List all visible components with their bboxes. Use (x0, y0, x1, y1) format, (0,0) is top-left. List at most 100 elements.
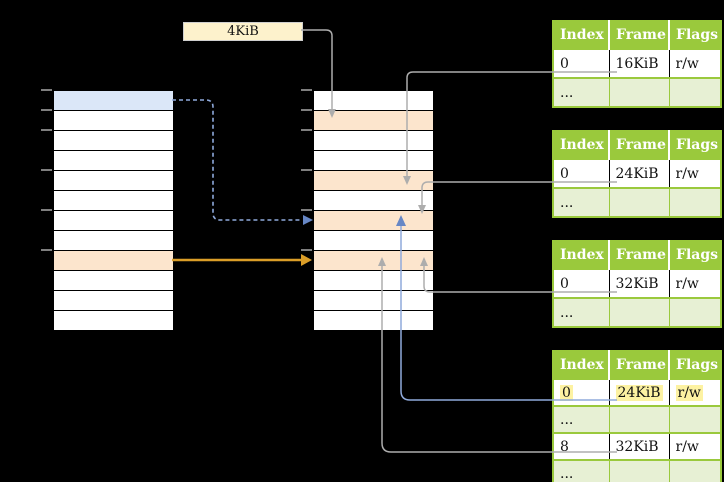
memory-cell-white (314, 191, 433, 211)
table-cell (608, 187, 669, 217)
memory-cell-white (314, 231, 433, 251)
ellipsis-row: ... (553, 405, 721, 433)
memory-cell-peach (314, 111, 433, 131)
arrow-left-peach-row-icon (172, 254, 312, 266)
column-header-index: Index (553, 21, 609, 49)
table-cell: 24KiB (608, 378, 669, 406)
table-cell (608, 297, 669, 327)
table-cell: r/w (668, 158, 721, 188)
address-tick (41, 129, 52, 131)
column-header-index: Index (553, 131, 609, 159)
memory-cell-white (54, 211, 173, 231)
ellipsis-row: ... (553, 77, 721, 107)
memory-cell-peach (314, 211, 433, 231)
column-header-flags: Flags (668, 351, 721, 379)
table-cell (668, 405, 721, 433)
memory-cell-white (54, 131, 173, 151)
table-cell: 24KiB (608, 158, 669, 188)
address-tick (301, 89, 312, 91)
memory-cell-white (314, 131, 433, 151)
memory-cell-white (54, 191, 173, 211)
column-header-flags: Flags (668, 241, 721, 269)
memory-cell-white (54, 171, 173, 191)
memory-cell-white (54, 111, 173, 131)
address-tick (301, 109, 312, 111)
table-cell (668, 187, 721, 217)
highlighted-value: 24KiB (615, 384, 663, 401)
column-header-index: Index (553, 241, 609, 269)
table-cell: 0 (553, 268, 609, 298)
table-cell (668, 459, 721, 482)
memory-cell-blue (54, 91, 173, 111)
table-row: 0 24KiB r/w (553, 378, 721, 406)
table-cell (608, 459, 669, 482)
table-cell (668, 77, 721, 107)
address-tick (301, 249, 312, 251)
memory-cell-white (54, 271, 173, 291)
left-memory-column (53, 90, 174, 331)
memory-cell-white (314, 291, 433, 311)
memory-cell-white (314, 91, 433, 111)
page-size-label-text: 4KiB (227, 24, 259, 39)
memory-cell-peach (314, 171, 433, 191)
memory-cell-white (54, 291, 173, 311)
address-tick (41, 209, 52, 211)
address-tick (41, 249, 52, 251)
column-header-frame: Frame (608, 131, 669, 159)
table-cell (608, 77, 669, 107)
page-size-label: 4KiB (183, 22, 303, 41)
memory-cell-peach (54, 251, 173, 271)
column-header-flags: Flags (668, 131, 721, 159)
table-cell: r/w (668, 48, 721, 78)
table-cell: r/w (668, 268, 721, 298)
table-cell: ... (553, 405, 609, 433)
column-header-flags: Flags (668, 21, 721, 49)
memory-cell-white (314, 151, 433, 171)
address-tick (41, 169, 52, 171)
memory-cell-white (54, 311, 173, 330)
arrow-left-blue-row-icon (172, 99, 313, 225)
table-cell: 32KiB (608, 432, 669, 460)
ellipsis-row: ... (553, 187, 721, 217)
memory-cell-white (314, 311, 433, 330)
table-cell: 16KiB (608, 48, 669, 78)
table-cell: ... (553, 297, 609, 327)
table-cell: 0 (553, 48, 609, 78)
column-header-index: Index (553, 351, 609, 379)
ellipsis-row: ... (553, 459, 721, 482)
memory-cell-white (314, 271, 433, 291)
address-tick (301, 209, 312, 211)
table-cell: ... (553, 459, 609, 482)
middle-memory-column (313, 90, 434, 331)
memory-cell-white (54, 231, 173, 251)
table-cell: ... (553, 77, 609, 107)
highlighted-value: r/w (675, 384, 703, 401)
column-header-frame: Frame (608, 241, 669, 269)
address-tick (41, 109, 52, 111)
highlighted-value: 0 (560, 384, 573, 401)
table-cell: r/w (668, 432, 721, 460)
address-tick (301, 169, 312, 171)
address-tick (41, 89, 52, 91)
table-cell (668, 297, 721, 327)
table-cell: 8 (553, 432, 609, 460)
table-cell: r/w (668, 378, 721, 406)
address-tick (301, 129, 312, 131)
table-cell (608, 405, 669, 433)
table-cell: 0 (553, 378, 609, 406)
column-header-frame: Frame (608, 351, 669, 379)
column-header-frame: Frame (608, 21, 669, 49)
ellipsis-row: ... (553, 297, 721, 327)
table-cell: 32KiB (608, 268, 669, 298)
